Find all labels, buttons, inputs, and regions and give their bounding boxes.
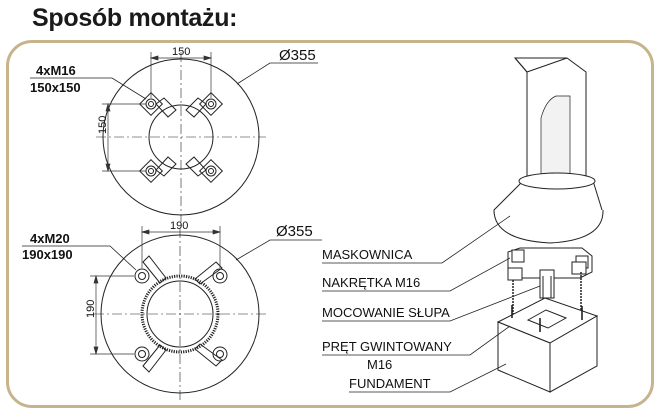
pret-leader — [322, 325, 511, 356]
maskownica-leader — [322, 215, 511, 264]
top-spacing-label: 150x150 — [30, 80, 81, 95]
callout-leaders — [322, 215, 541, 393]
bolt-hole — [134, 268, 150, 284]
bottom-diameter-label: Ø355 — [276, 223, 313, 240]
top-dim-horizontal — [149, 52, 213, 98]
rib — [185, 156, 207, 177]
callout-fundament: FUNDAMENT — [349, 376, 431, 391]
bottom-dim-vertical-text: 190 — [85, 300, 97, 318]
bolt-hole — [148, 101, 154, 107]
cover-cone-top — [518, 172, 596, 190]
fundament-leader — [349, 363, 507, 393]
bolt-hole — [138, 350, 146, 358]
bottom-dim-horizontal — [140, 226, 222, 268]
callout-maskownica: MASKOWNICA — [322, 247, 413, 262]
top-diameter-label: Ø355 — [279, 47, 316, 64]
foundation-right — [549, 315, 598, 393]
bolt-plate — [138, 158, 164, 184]
rib — [185, 97, 207, 118]
bolt-hole — [205, 98, 217, 110]
bolt-hole — [134, 346, 150, 362]
bolt-hole — [145, 98, 157, 110]
cover-rim — [493, 209, 604, 244]
bottom-bolts-label: 4xM20 — [30, 231, 70, 246]
callout-nakretka: NAKRĘTKA M16 — [322, 275, 420, 290]
bolt-hole — [208, 101, 214, 107]
nakretka-leader — [322, 257, 511, 292]
top-bolts-label: 4xM16 — [36, 63, 76, 78]
bolt-hole — [138, 272, 146, 280]
top-diameter-leader — [236, 62, 318, 85]
bottom-flange-inner-circle — [146, 280, 214, 348]
bottom-dim-horizontal-text: 190 — [170, 220, 188, 232]
nut — [571, 261, 587, 275]
bolt-plate — [198, 158, 224, 184]
page-title: Sposób montażu: — [32, 4, 238, 32]
pole-assembly — [493, 57, 604, 393]
bottom-flange — [22, 226, 322, 400]
bottom-bolts-leader — [22, 245, 137, 271]
bolt-hole — [208, 168, 214, 174]
bolt-hole — [216, 350, 224, 358]
pole-tube-top — [514, 57, 568, 73]
bottom-dim-vertical — [90, 274, 134, 356]
bottom-flange-ribs — [142, 255, 223, 373]
pole-highlight — [540, 95, 571, 189]
top-dim-horizontal-text: 150 — [172, 46, 190, 58]
rib — [155, 97, 177, 118]
top-dim-vertical — [102, 102, 146, 173]
top-flange — [30, 52, 318, 222]
bolt-hole — [212, 346, 228, 362]
bottom-flange-bolts — [134, 268, 228, 362]
nut — [511, 249, 525, 263]
rib — [155, 156, 177, 177]
bottom-flange-tooth-circle — [140, 274, 220, 354]
rib — [194, 343, 223, 367]
top-bolts-leader — [30, 77, 147, 100]
bolt-plate — [198, 91, 224, 117]
nut — [507, 267, 523, 281]
bolt-hole — [148, 168, 154, 174]
rib — [142, 344, 167, 373]
bolt-hole — [212, 268, 228, 284]
bolt-hole — [145, 165, 157, 177]
bolt-hole — [216, 272, 224, 280]
callout-mocowanie: MOCOWANIE SŁUPA — [322, 305, 450, 320]
mocowanie-leader — [322, 285, 541, 322]
top-flange-bolts — [138, 91, 224, 184]
foundation-hole — [526, 309, 568, 329]
bottom-spacing-label: 190x190 — [22, 247, 73, 262]
bolt-hole — [205, 165, 217, 177]
top-dim-vertical-text: 150 — [97, 116, 109, 134]
bottom-diameter-leader — [235, 239, 322, 261]
rib — [142, 255, 167, 284]
callout-pret-line1: PRĘT GWINTOWANY — [322, 339, 452, 354]
callout-pret-line2: M16 — [367, 357, 392, 372]
top-flange-ribs — [155, 97, 207, 177]
mounting-bracket — [539, 269, 555, 299]
diagram-frame — [6, 40, 654, 408]
